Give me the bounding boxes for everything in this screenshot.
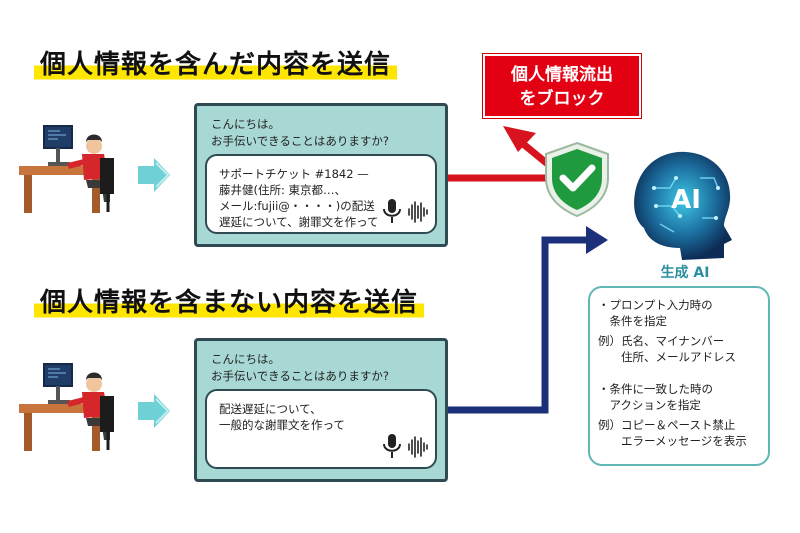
greeting-line1: こんにちは。 [211, 352, 280, 366]
ai-settings-info-box: ・プロンプト入力時の 条件を指定 例）氏名、マイナンバー 住所、メールアドレス … [588, 286, 770, 466]
block-label-line2: をブロック [519, 89, 605, 109]
info-item2-example-line1: 例）コピー＆ペースト禁止 [598, 418, 736, 432]
info-item2-title-line1: ・条件に一致した時の [598, 382, 713, 396]
chat-greeting: こんにちは。 お手伝いできることはありますか? [211, 116, 389, 150]
shield-check-icon [545, 141, 609, 218]
ai-head-text: AI [671, 185, 701, 215]
info-item1-title-line1: ・プロンプト入力時の [598, 298, 713, 312]
chevron-right-arrow-icon [138, 158, 170, 192]
ai-head-icon: AI [634, 151, 732, 260]
info-item1-example-line2: 住所、メールアドレス [598, 350, 736, 364]
generative-ai-label: 生成 AI [660, 265, 710, 281]
info-item2-title-line2: アクションを指定 [598, 398, 701, 412]
info-item1-title-line2: 条件を指定 [598, 314, 667, 328]
prompt-text: サポートチケット #1842 — 藤井健(住所: 東京都…、 メール:fujii… [219, 167, 379, 229]
navy-arrow-line [444, 236, 590, 414]
prompt-input-without-personal-info[interactable]: 配送遅延について、 一般的な謝罪文を作って [205, 389, 437, 469]
greeting-line2: お手伝いできることはありますか? [211, 369, 390, 383]
microphone-icon[interactable] [381, 433, 403, 459]
chat-panel-without-personal-info: こんにちは。 お手伝いできることはありますか? 配送遅延について、 一般的な謝罪… [194, 338, 448, 482]
navy-arrowhead [586, 226, 608, 254]
sound-wave-icon [408, 436, 428, 458]
headline-without-personal-info: 個人情報を含まない内容を送信 [34, 286, 425, 320]
greeting-line1: こんにちは。 [211, 117, 280, 131]
info-item2-example-line2: エラーメッセージを表示 [598, 434, 747, 448]
microphone-icon[interactable] [381, 198, 403, 224]
user-at-desk-icon [19, 125, 114, 213]
chat-greeting: こんにちは。 お手伝いできることはありますか? [211, 351, 389, 385]
prompt-input-with-personal-info[interactable]: サポートチケット #1842 — 藤井健(住所: 東京都…、 メール:fujii… [205, 154, 437, 234]
block-leak-label: 個人情報流出 をブロック [483, 54, 641, 118]
user-at-desk-icon [19, 363, 114, 451]
info-item1-example-line1: 例）氏名、マイナンバー [598, 334, 725, 348]
greeting-line2: お手伝いできることはありますか? [211, 134, 390, 148]
chat-panel-with-personal-info: こんにちは。 お手伝いできることはありますか? サポートチケット #1842 —… [194, 103, 448, 247]
sound-wave-icon [408, 201, 428, 223]
chevron-right-arrow-icon [138, 394, 170, 428]
block-label-line1: 個人情報流出 [511, 65, 613, 85]
red-arrowhead [503, 126, 536, 152]
prompt-text: 配送遅延について、 一般的な謝罪文を作って [219, 402, 345, 432]
headline-with-personal-info: 個人情報を含んだ内容を送信 [34, 48, 398, 82]
